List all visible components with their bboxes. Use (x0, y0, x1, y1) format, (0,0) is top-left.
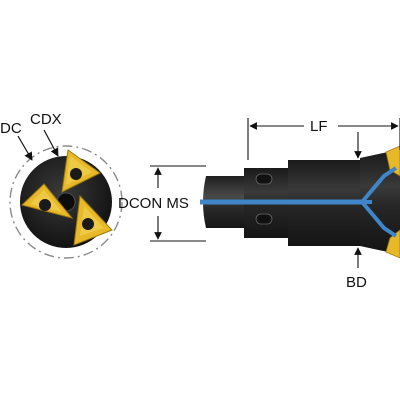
head-insert-top (385, 145, 400, 177)
head-insert-bottom (385, 229, 400, 259)
side-view: DCON MS LF BD (118, 118, 400, 291)
bd-dimension: BD (346, 132, 367, 291)
insert-left (21, 183, 74, 219)
dc-leader (17, 135, 33, 161)
dcon-dimension: DCON MS (118, 165, 206, 242)
dc-dashed-circle (9, 145, 123, 259)
insert-top (61, 149, 101, 193)
insert-bottom (73, 194, 113, 246)
lf-dimension: LF (247, 118, 400, 160)
lf-label: LF (310, 118, 328, 135)
cdx-label: CDX (30, 111, 62, 128)
dc-label: DC (0, 120, 22, 137)
bd-label: BD (346, 274, 367, 291)
coolant-channels (200, 166, 398, 238)
end-view: DC CDX (0, 111, 123, 259)
cutter-head (360, 152, 400, 252)
slot-bottom (255, 213, 273, 225)
cdx-leader (43, 129, 59, 157)
slot-top (255, 173, 273, 185)
dcon-ms-label: DCON MS (118, 195, 189, 212)
